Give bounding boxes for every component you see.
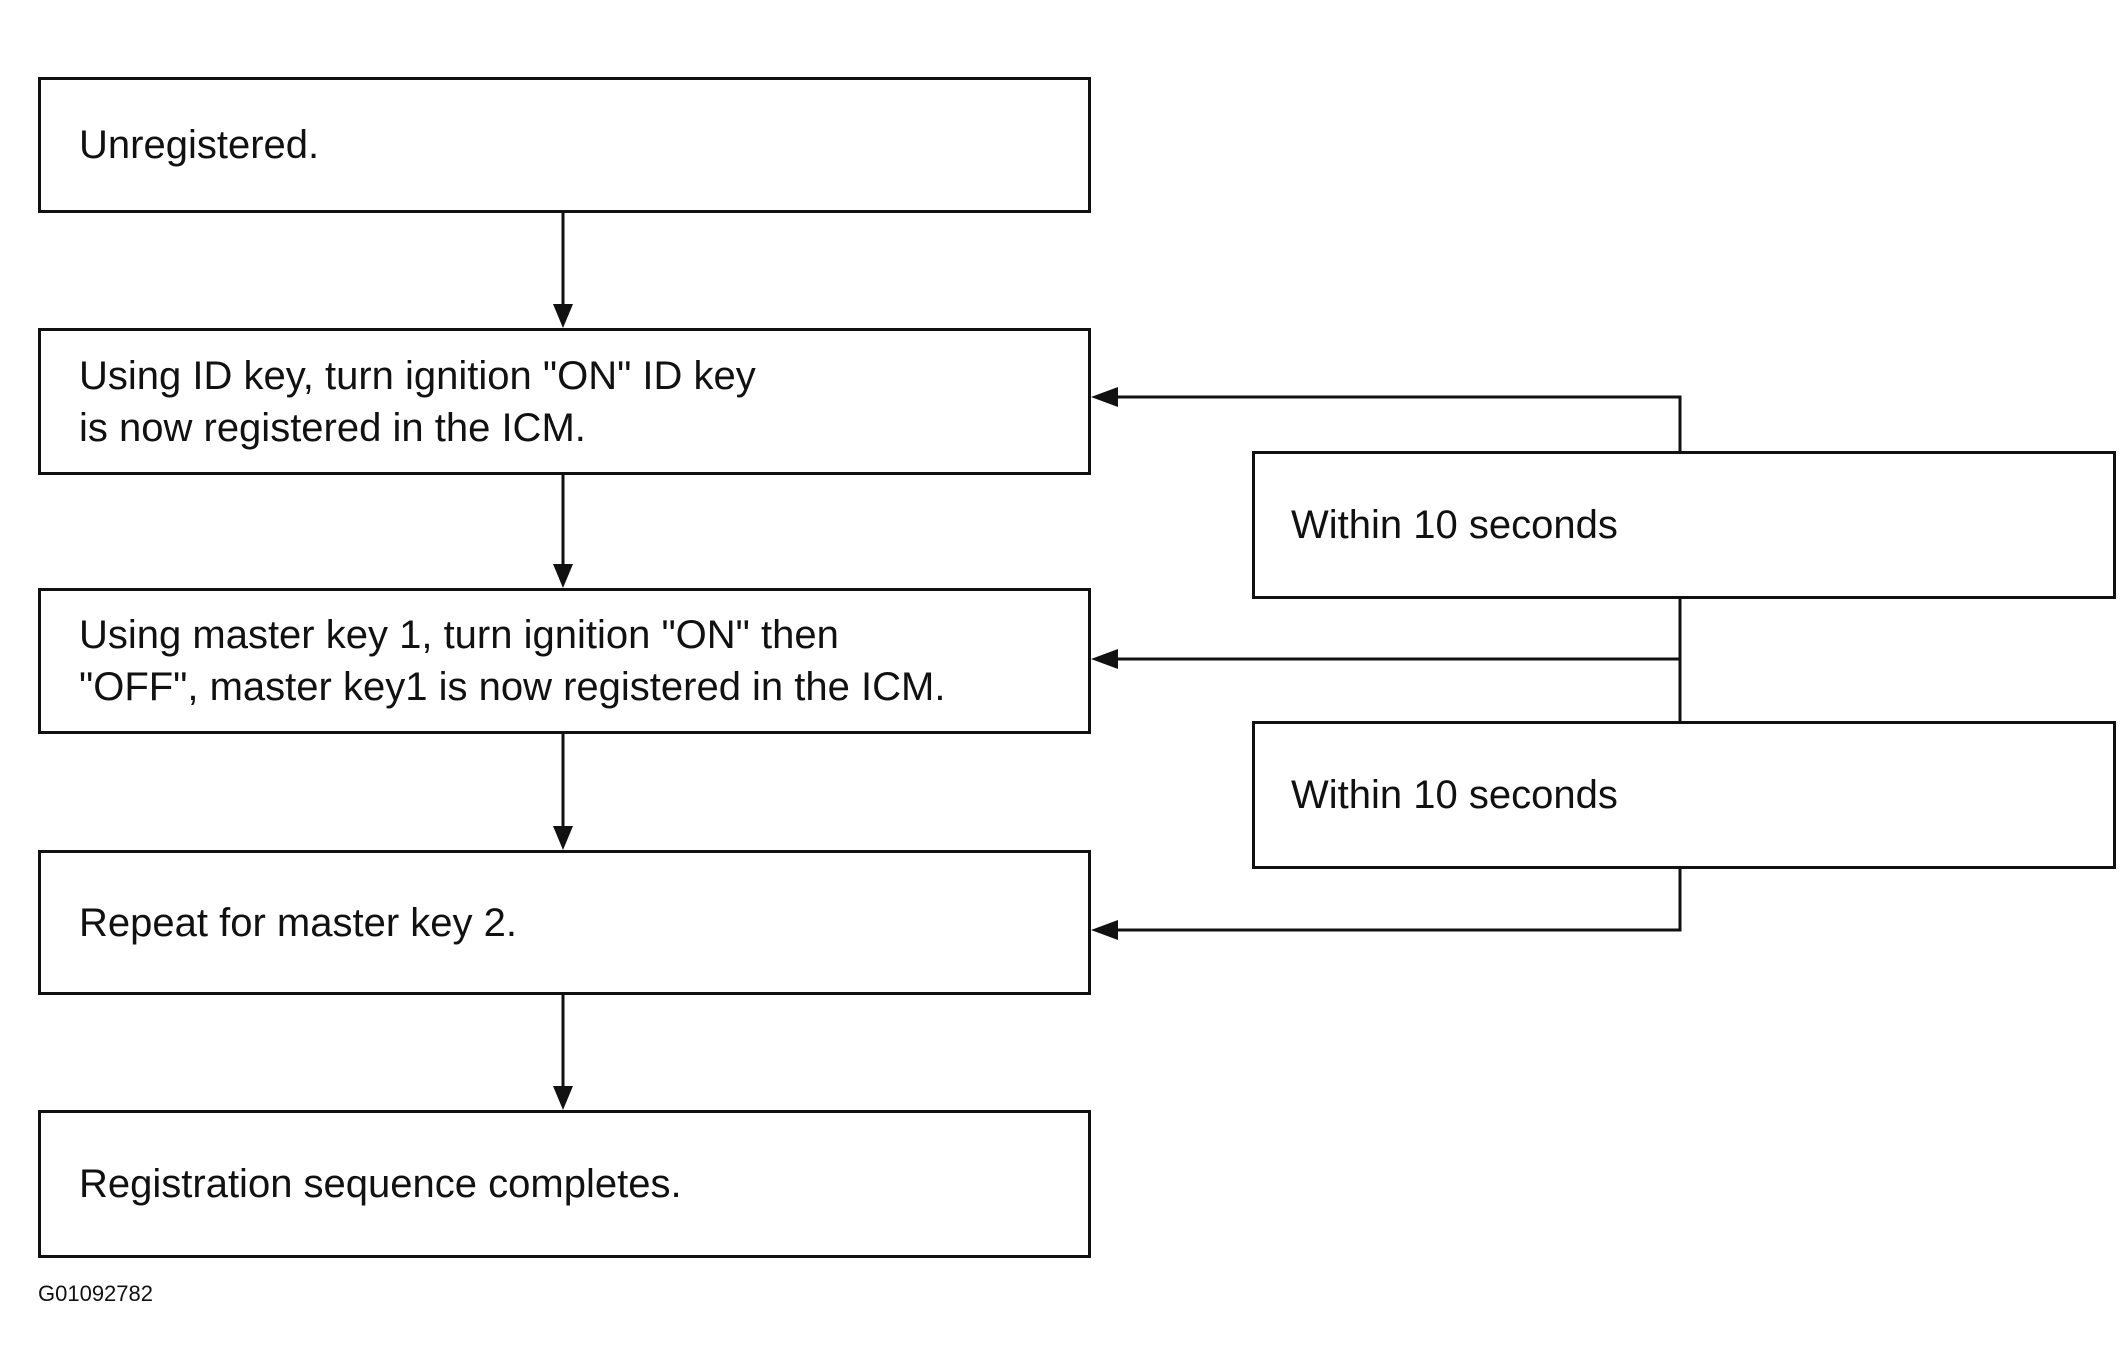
step-registration-complete: Registration sequence completes. <box>38 1110 1091 1258</box>
timing-note-1-text: Within 10 seconds <box>1291 503 1618 547</box>
step-register-id-key-line-2: is now registered in the ICM. <box>79 405 586 450</box>
step-unregistered: Unregistered. <box>38 77 1091 213</box>
timing-note-1: Within 10 seconds <box>1252 451 2116 599</box>
step-registration-complete-text: Registration sequence completes. <box>79 1162 682 1206</box>
timing-note-2: Within 10 seconds <box>1252 721 2116 869</box>
arrowhead-down-3 <box>553 826 573 850</box>
arrowhead-left-3 <box>1091 920 1118 940</box>
step-register-master-key-2: Repeat for master key 2. <box>38 850 1091 995</box>
arrowhead-down-2 <box>553 564 573 588</box>
figure-id: G01092782 <box>38 1281 153 1306</box>
step-register-id-key: Using ID key, turn ignition "ON" ID key … <box>38 328 1091 475</box>
arrowhead-down-4 <box>553 1086 573 1110</box>
arrowhead-left-1 <box>1091 387 1118 407</box>
timing-note-2-text: Within 10 seconds <box>1291 773 1618 817</box>
timing-connector-top <box>1116 395 1682 451</box>
arrowhead-down-1 <box>553 304 573 328</box>
step-register-id-key-line-1: Using ID key, turn ignition "ON" ID key <box>79 353 756 398</box>
step-register-master-key-1-line-2: "OFF", master key1 is now registered in … <box>79 665 946 709</box>
arrowhead-left-2 <box>1091 649 1118 669</box>
step-register-master-key-2-text: Repeat for master key 2. <box>79 900 517 945</box>
timing-connector-bottom <box>1116 869 1682 932</box>
step-unregistered-text: Unregistered. <box>79 123 320 167</box>
step-register-master-key-1: Using master key 1, turn ignition "ON" t… <box>38 588 1091 734</box>
step-register-master-key-1-line-1: Using master key 1, turn ignition "ON" t… <box>79 613 839 657</box>
